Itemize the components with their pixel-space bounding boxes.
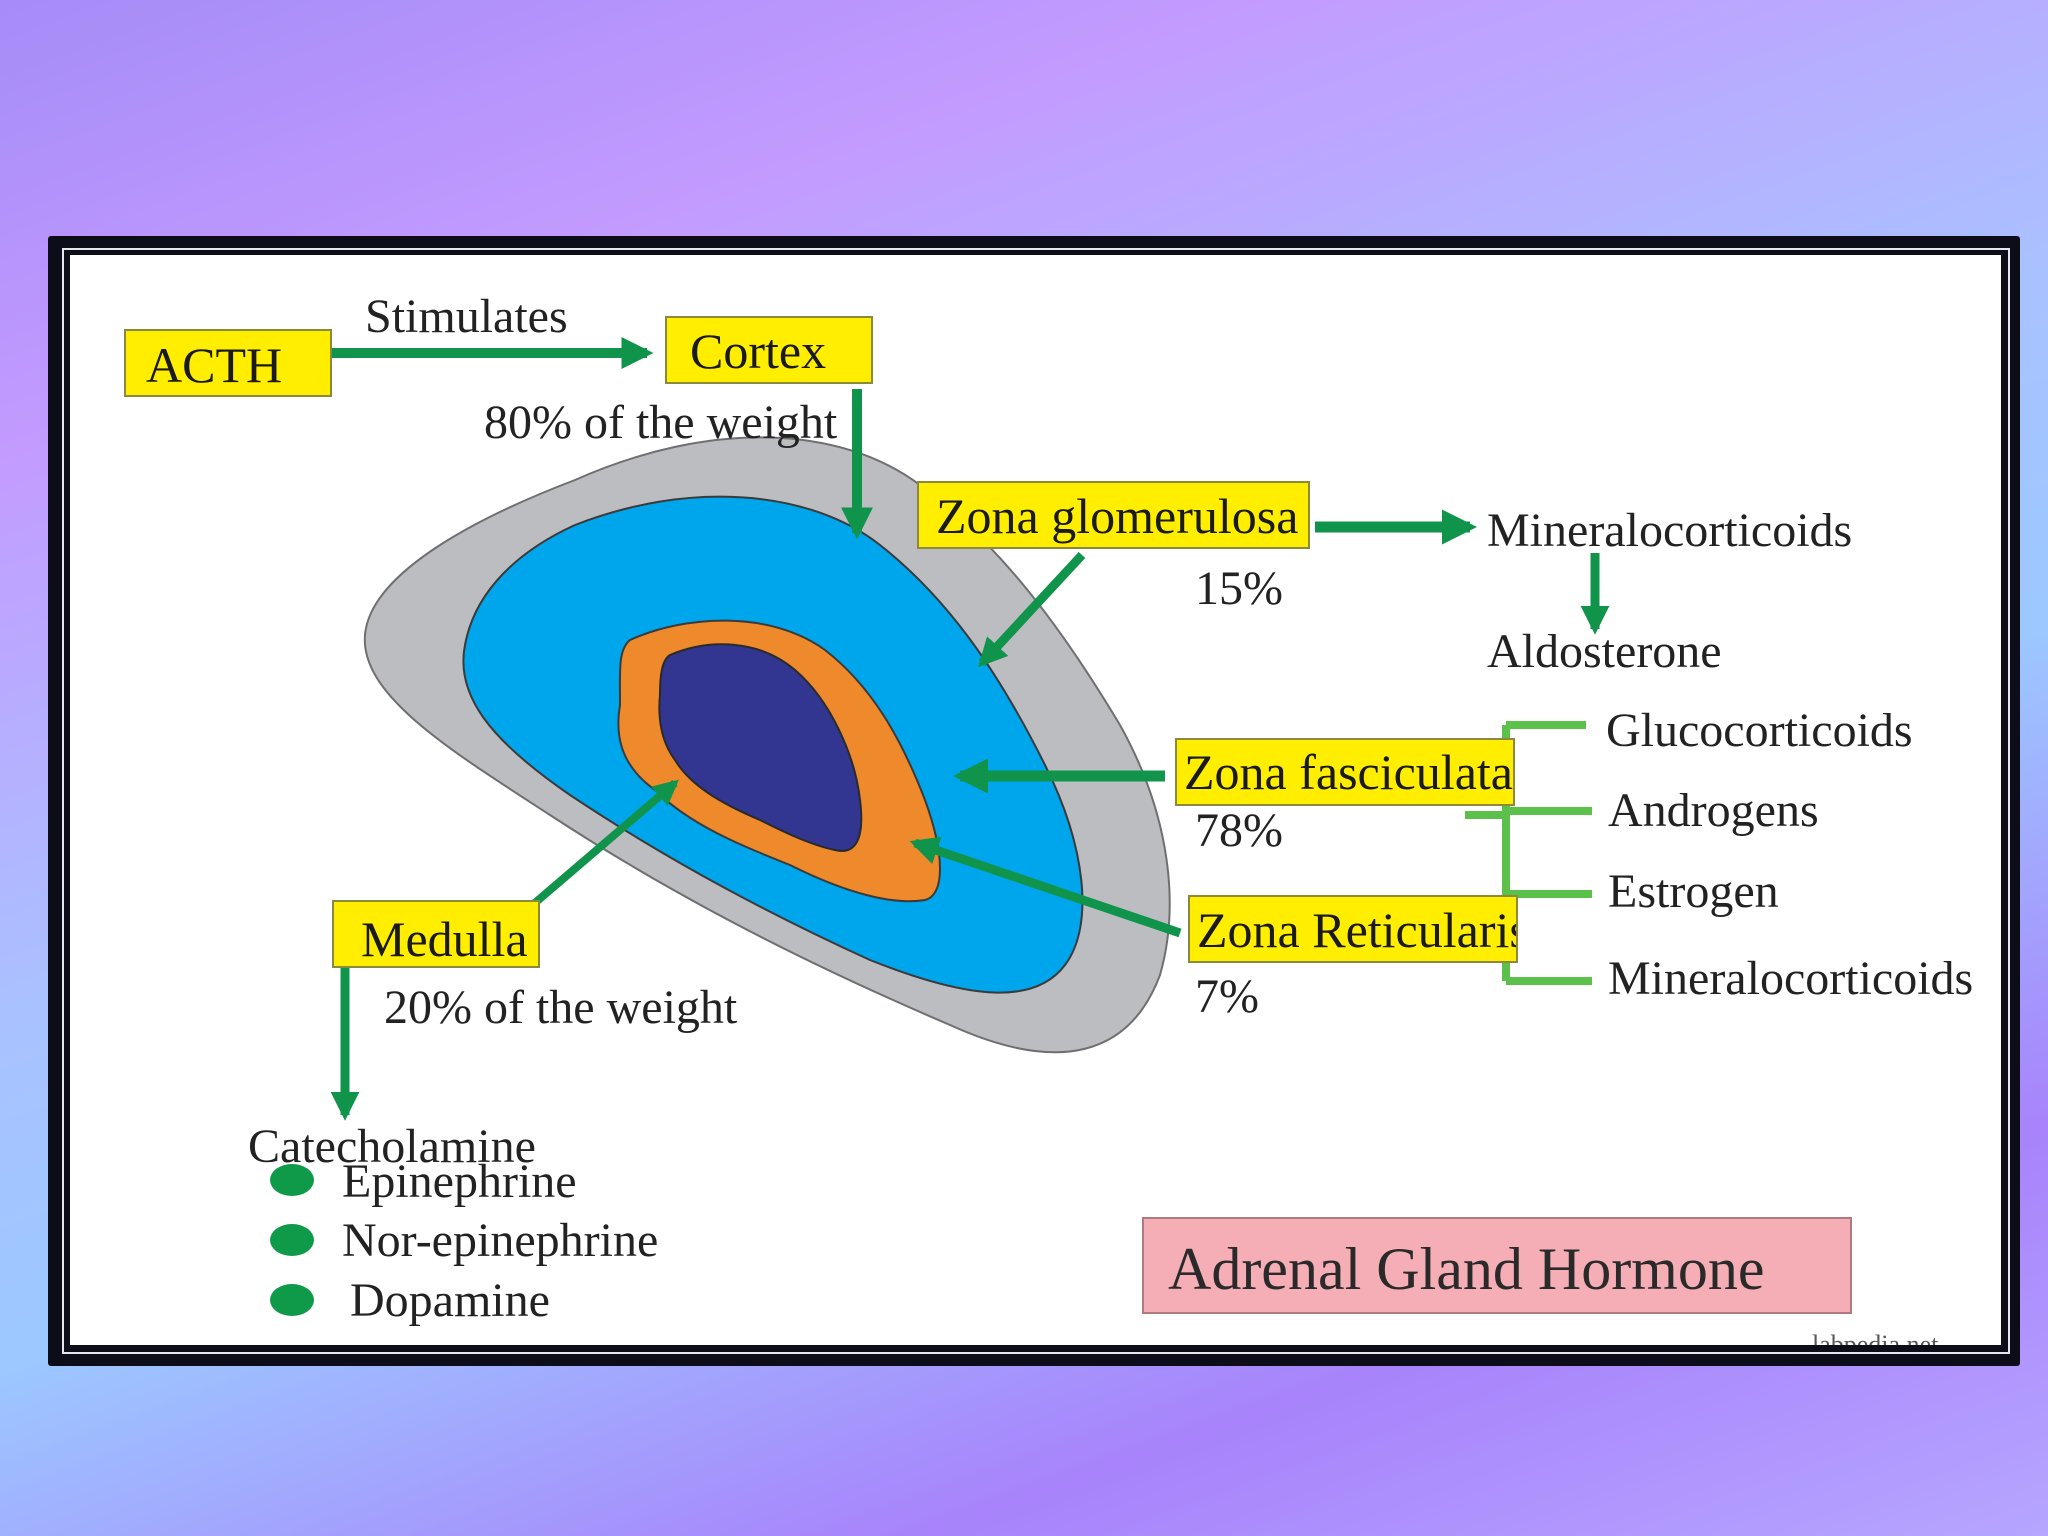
reticularis-pointer-arrow [909, 836, 1182, 938]
zona-fasciculata-label-box: Zona fasciculata [1175, 738, 1515, 806]
zona-fasciculata-percent: 78% [1195, 804, 1283, 857]
aldosterone-label: Aldosterone [1487, 625, 1722, 678]
catecholamine-label: Catecholamine [248, 1120, 536, 1173]
epinephrine-label: Epinephrine [342, 1155, 577, 1208]
medulla-label-box: Medulla [332, 900, 540, 968]
product-glucocorticoids: Glucocorticoids [1606, 704, 1913, 757]
watermark: labpedia.net [1812, 1330, 1939, 1345]
mineralocorticoids-label: Mineralocorticoids [1487, 504, 1853, 557]
dopamine-bullet [270, 1284, 314, 1316]
cortex-weight-label: 80% of the weight [484, 396, 838, 449]
diagram-canvas: ACTH Stimulates Cortex 80% of the weight… [70, 255, 2001, 1345]
slide-frame-border [62, 248, 2010, 1354]
medulla-pointer-arrow [512, 779, 679, 924]
acth-label-box: ACTH [124, 329, 332, 397]
glomerulosa-pointer-arrow [978, 551, 1086, 668]
nor-epinephrine-bullet [270, 1224, 314, 1256]
dopamine-label: Dopamine [350, 1274, 550, 1327]
cortex-label-box: Cortex [665, 316, 873, 384]
stimulates-label: Stimulates [365, 290, 568, 343]
zona-glomerulosa-label-box: Zona glomerulosa [917, 481, 1310, 549]
product-estrogen: Estrogen [1608, 865, 1779, 918]
zona-reticularis-label-box: Zona Reticularis [1188, 895, 1518, 963]
nor-epinephrine-label: Nor-epinephrine [342, 1214, 659, 1267]
epinephrine-bullet [270, 1164, 314, 1196]
medulla-weight-label: 20% of the weight [384, 981, 738, 1034]
zona-glomerulosa-percent: 15% [1195, 562, 1283, 615]
medulla-zone-shape [658, 643, 863, 852]
product-mineralocorticoids: Mineralocorticoids [1608, 952, 1974, 1005]
product-androgens: Androgens [1608, 784, 1819, 837]
diagram-title: Adrenal Gland Hormone [1142, 1217, 1852, 1314]
zona-reticularis-percent: 7% [1195, 970, 1259, 1023]
